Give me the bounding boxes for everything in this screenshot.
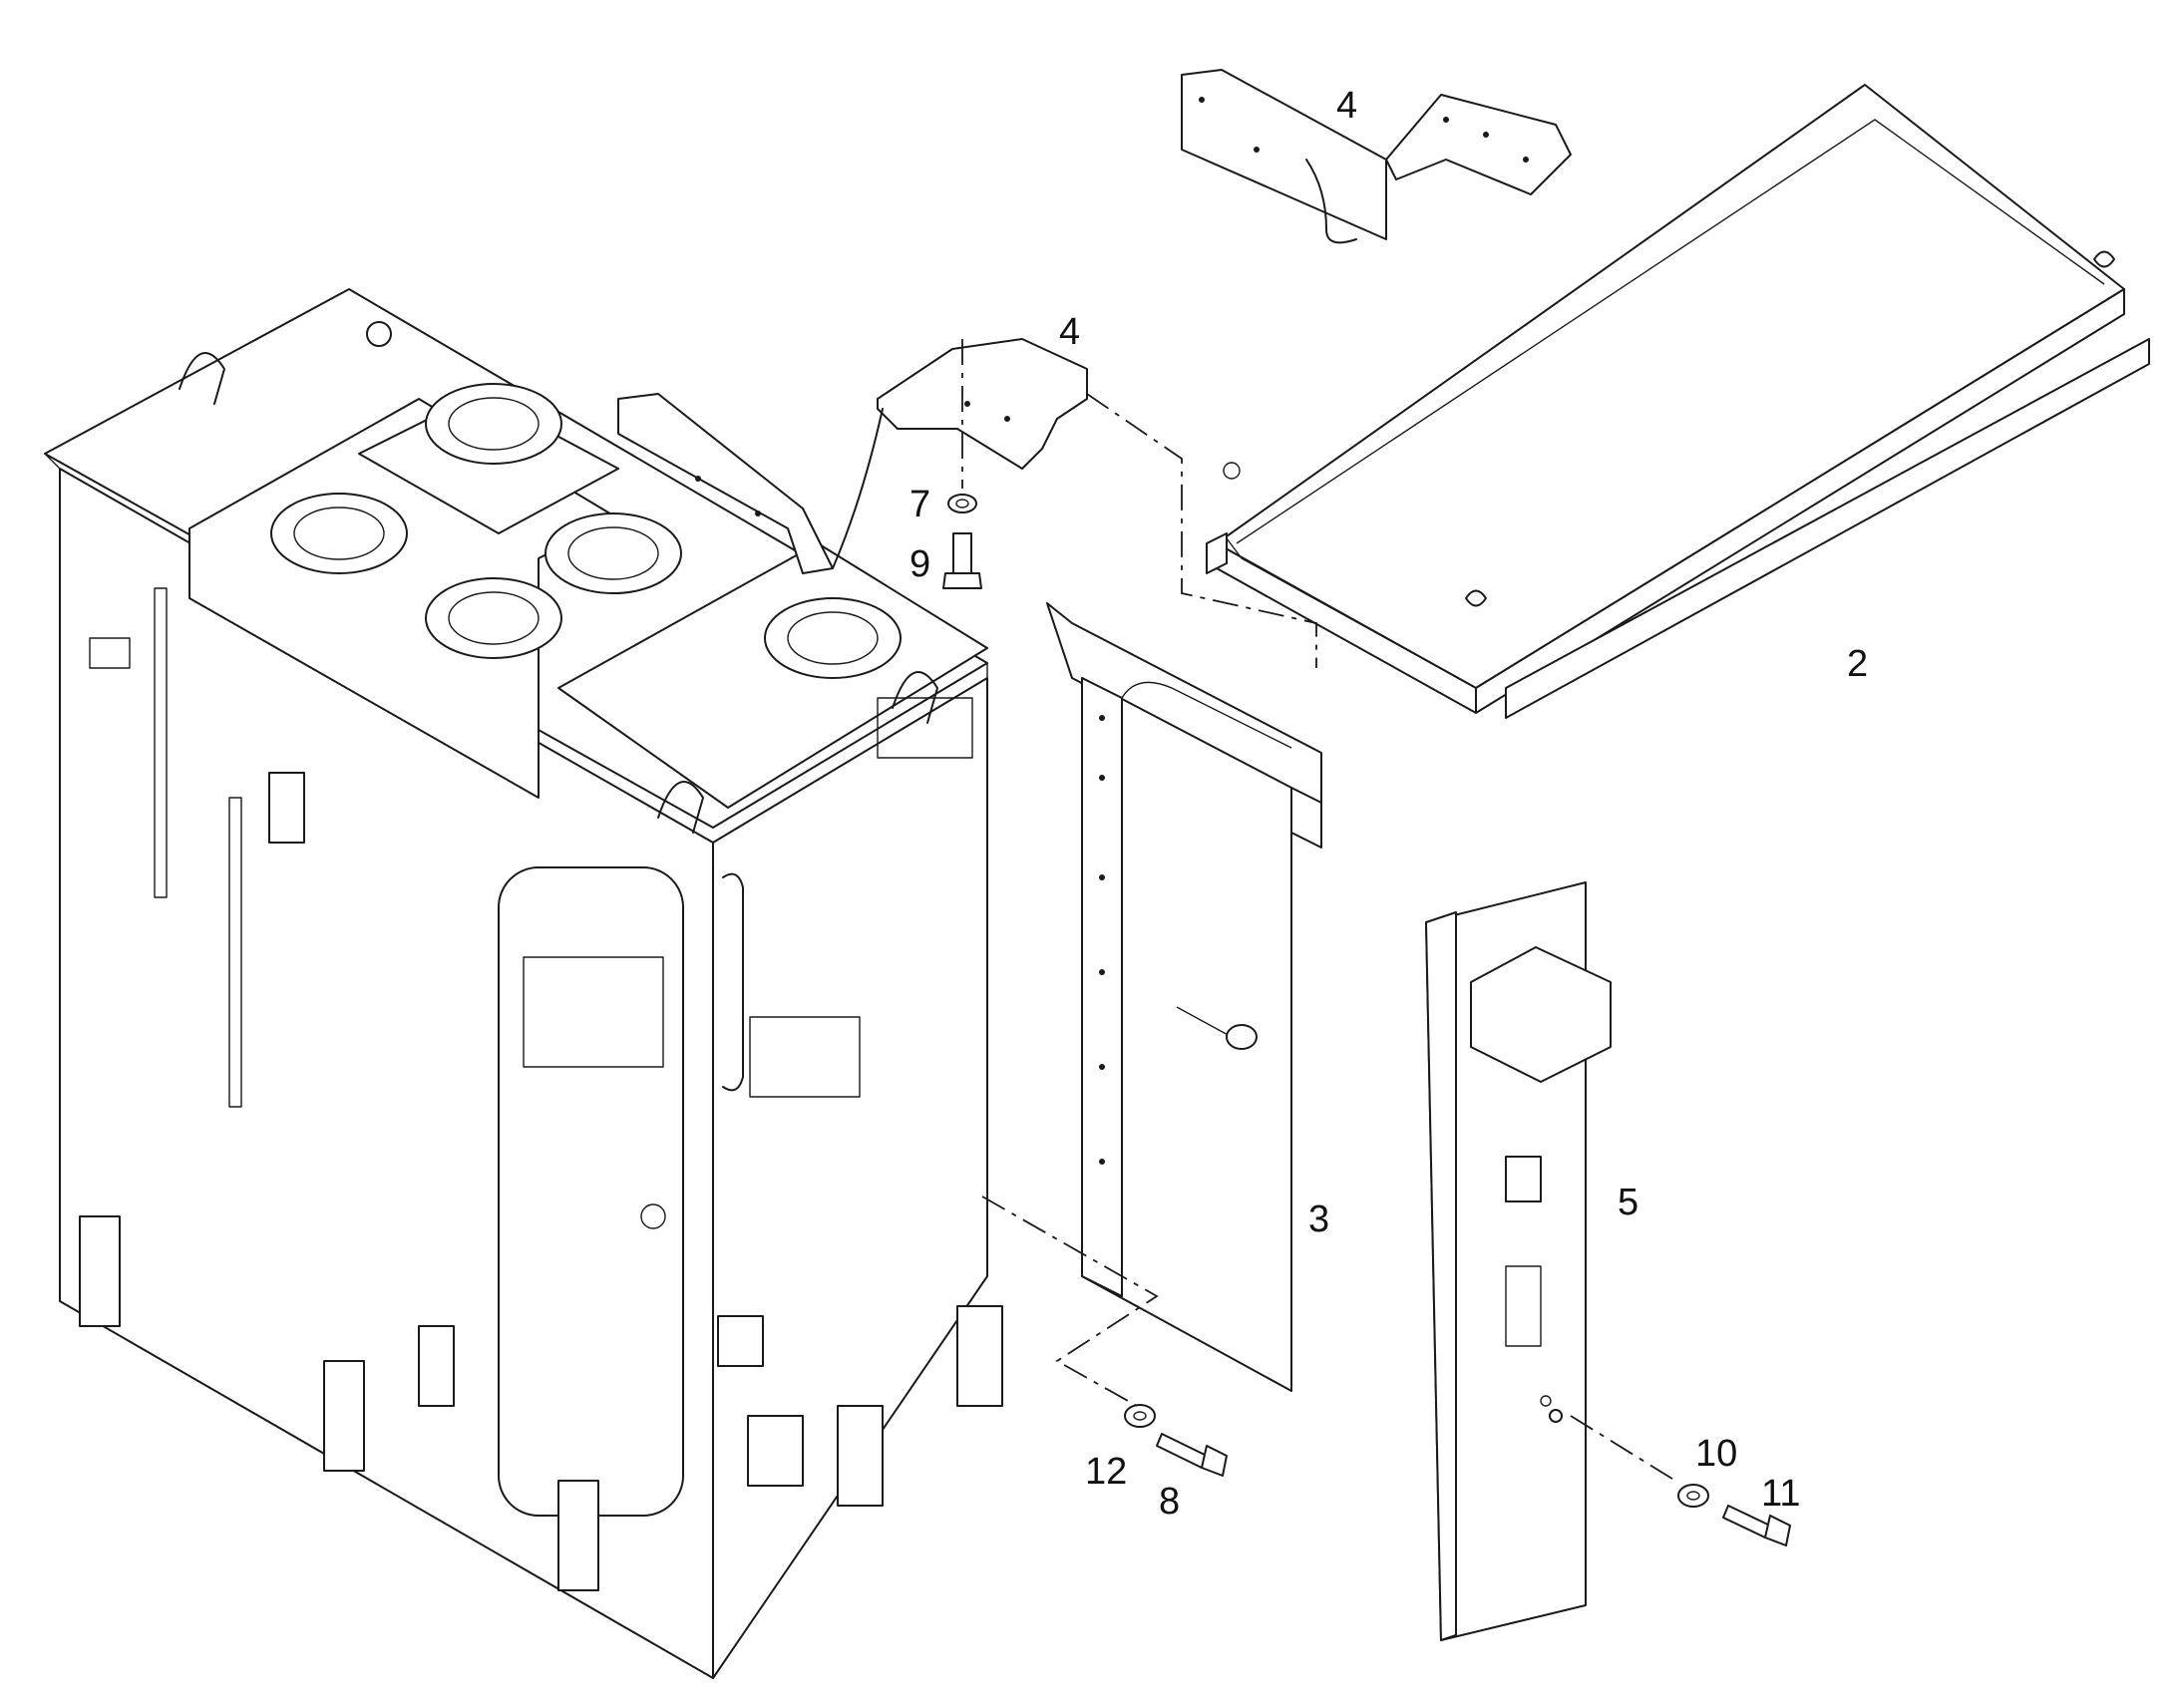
callout-10: 10 <box>1695 1433 1737 1475</box>
bracket-part-4-upper <box>1181 69 1572 244</box>
callout-12: 12 <box>1085 1451 1127 1493</box>
front-panel-part-3 <box>1046 602 1322 1392</box>
callout-3: 3 <box>1308 1198 1329 1240</box>
bracket-part-4-lower <box>617 338 1088 574</box>
lifting-eye-2 <box>657 781 704 834</box>
port-3 <box>545 512 682 594</box>
callout-9: 9 <box>909 543 930 585</box>
main-cabinet <box>44 288 1003 1679</box>
cabinet-door <box>498 866 684 1517</box>
bolt-part-8 <box>1156 1433 1228 1477</box>
top-cover-part-2 <box>1206 84 2150 719</box>
callout-7: 7 <box>909 484 930 525</box>
callout-11: 11 <box>1761 1473 1800 1515</box>
callout-4-lower: 4 <box>1059 311 1080 353</box>
mounting-plate-part-5 <box>1425 881 1612 1641</box>
washer-part-12 <box>1124 1404 1156 1428</box>
washer-part-10 <box>1677 1484 1709 1508</box>
callouts: 2 3 4 4 5 7 8 9 10 11 12 <box>909 85 1868 1523</box>
bolt-part-11 <box>1722 1505 1791 1546</box>
lifting-eye-1 <box>179 352 225 405</box>
assembly-lines <box>961 339 1676 1482</box>
washer-part-7 <box>947 494 977 513</box>
callout-5: 5 <box>1618 1182 1638 1223</box>
port-1 <box>425 383 562 465</box>
panel-knob <box>1226 1024 1258 1050</box>
callout-2: 2 <box>1847 643 1868 685</box>
port-4 <box>425 577 562 659</box>
bolt-part-9 <box>942 532 982 589</box>
port-5 <box>764 597 902 679</box>
port-2 <box>270 493 408 574</box>
callout-8: 8 <box>1159 1481 1180 1523</box>
callout-4-upper: 4 <box>1336 85 1357 127</box>
lifting-eye-3 <box>892 671 938 724</box>
panel-screw-holes <box>1099 715 1105 1165</box>
door-handle <box>722 872 744 1092</box>
